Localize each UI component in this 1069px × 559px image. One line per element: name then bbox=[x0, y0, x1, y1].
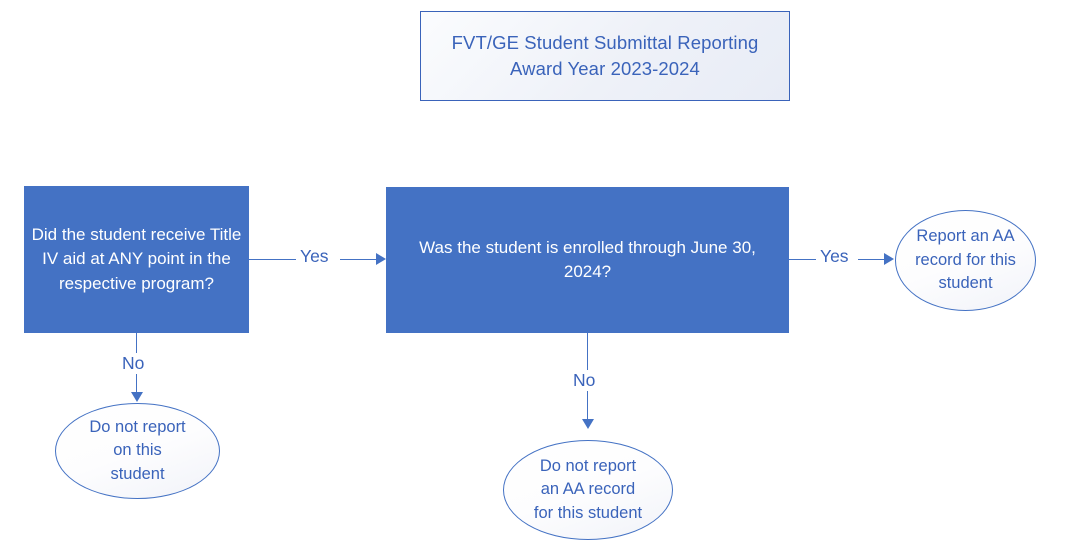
edge-label-yes-to-report-aa: Yes bbox=[818, 246, 851, 266]
arrowhead-to-report-aa bbox=[884, 253, 894, 265]
report-aa-line-1: Report an AA bbox=[916, 227, 1015, 246]
diagram-title-line-1: FVT/GE Student Submittal Reporting bbox=[451, 32, 759, 54]
do-not-report-aa-line-1: Do not report bbox=[539, 456, 637, 475]
node-do-not-report-aa-record[interactable]: Do not report an AA record for this stud… bbox=[503, 440, 673, 540]
do-not-report-line-1: Do not report bbox=[89, 417, 186, 436]
connector-title-iv-to-no-report-lower bbox=[136, 374, 137, 392]
connector-enrolled-to-report-aa-left bbox=[789, 259, 816, 260]
edge-label-no-to-do-not-report-aa: No bbox=[571, 370, 598, 390]
connector-title-iv-to-enrolled-left bbox=[249, 259, 296, 260]
connector-title-iv-to-enrolled-right bbox=[340, 259, 376, 260]
node-do-not-report-student[interactable]: Do not report on this student bbox=[55, 403, 220, 499]
diagram-title-text: FVT/GE Student Submittal Reporting Award… bbox=[452, 30, 759, 81]
arrowhead-to-do-not-report-aa bbox=[582, 419, 594, 429]
arrowhead-to-do-not-report bbox=[131, 392, 143, 402]
node-title-iv-question-label: Did the student receive Title IV aid at … bbox=[31, 225, 242, 293]
node-do-not-report-student-text: Do not report on this student bbox=[89, 416, 185, 486]
connector-enrolled-to-report-aa-right bbox=[858, 259, 884, 260]
node-enrolled-question[interactable]: Was the student is enrolled through June… bbox=[386, 187, 789, 333]
connector-enrolled-to-no-aa-lower bbox=[587, 391, 588, 419]
node-report-aa-record-text: Report an AA record for this student bbox=[915, 225, 1016, 295]
do-not-report-aa-line-3: for this student bbox=[533, 503, 643, 522]
edge-label-yes-to-enrolled: Yes bbox=[298, 246, 331, 266]
arrowhead-to-enrolled bbox=[376, 253, 386, 265]
connector-enrolled-to-no-aa-upper bbox=[587, 333, 588, 370]
node-enrolled-question-label: Was the student is enrolled through June… bbox=[419, 237, 756, 281]
node-title-iv-question[interactable]: Did the student receive Title IV aid at … bbox=[24, 186, 249, 333]
report-aa-line-2: record for this bbox=[915, 250, 1016, 269]
edge-label-no-to-do-not-report: No bbox=[120, 353, 147, 373]
connector-title-iv-to-no-report-upper bbox=[136, 333, 137, 353]
do-not-report-aa-line-2: an AA record bbox=[540, 480, 636, 499]
do-not-report-line-3: student bbox=[110, 464, 165, 483]
node-report-aa-record[interactable]: Report an AA record for this student bbox=[895, 210, 1036, 311]
report-aa-line-3: student bbox=[938, 274, 993, 293]
diagram-title-box: FVT/GE Student Submittal Reporting Award… bbox=[420, 11, 790, 101]
node-do-not-report-aa-record-text: Do not report an AA record for this stud… bbox=[534, 455, 642, 525]
diagram-title-line-2: Award Year 2023-2024 bbox=[510, 58, 700, 79]
do-not-report-line-2: on this bbox=[113, 441, 162, 460]
